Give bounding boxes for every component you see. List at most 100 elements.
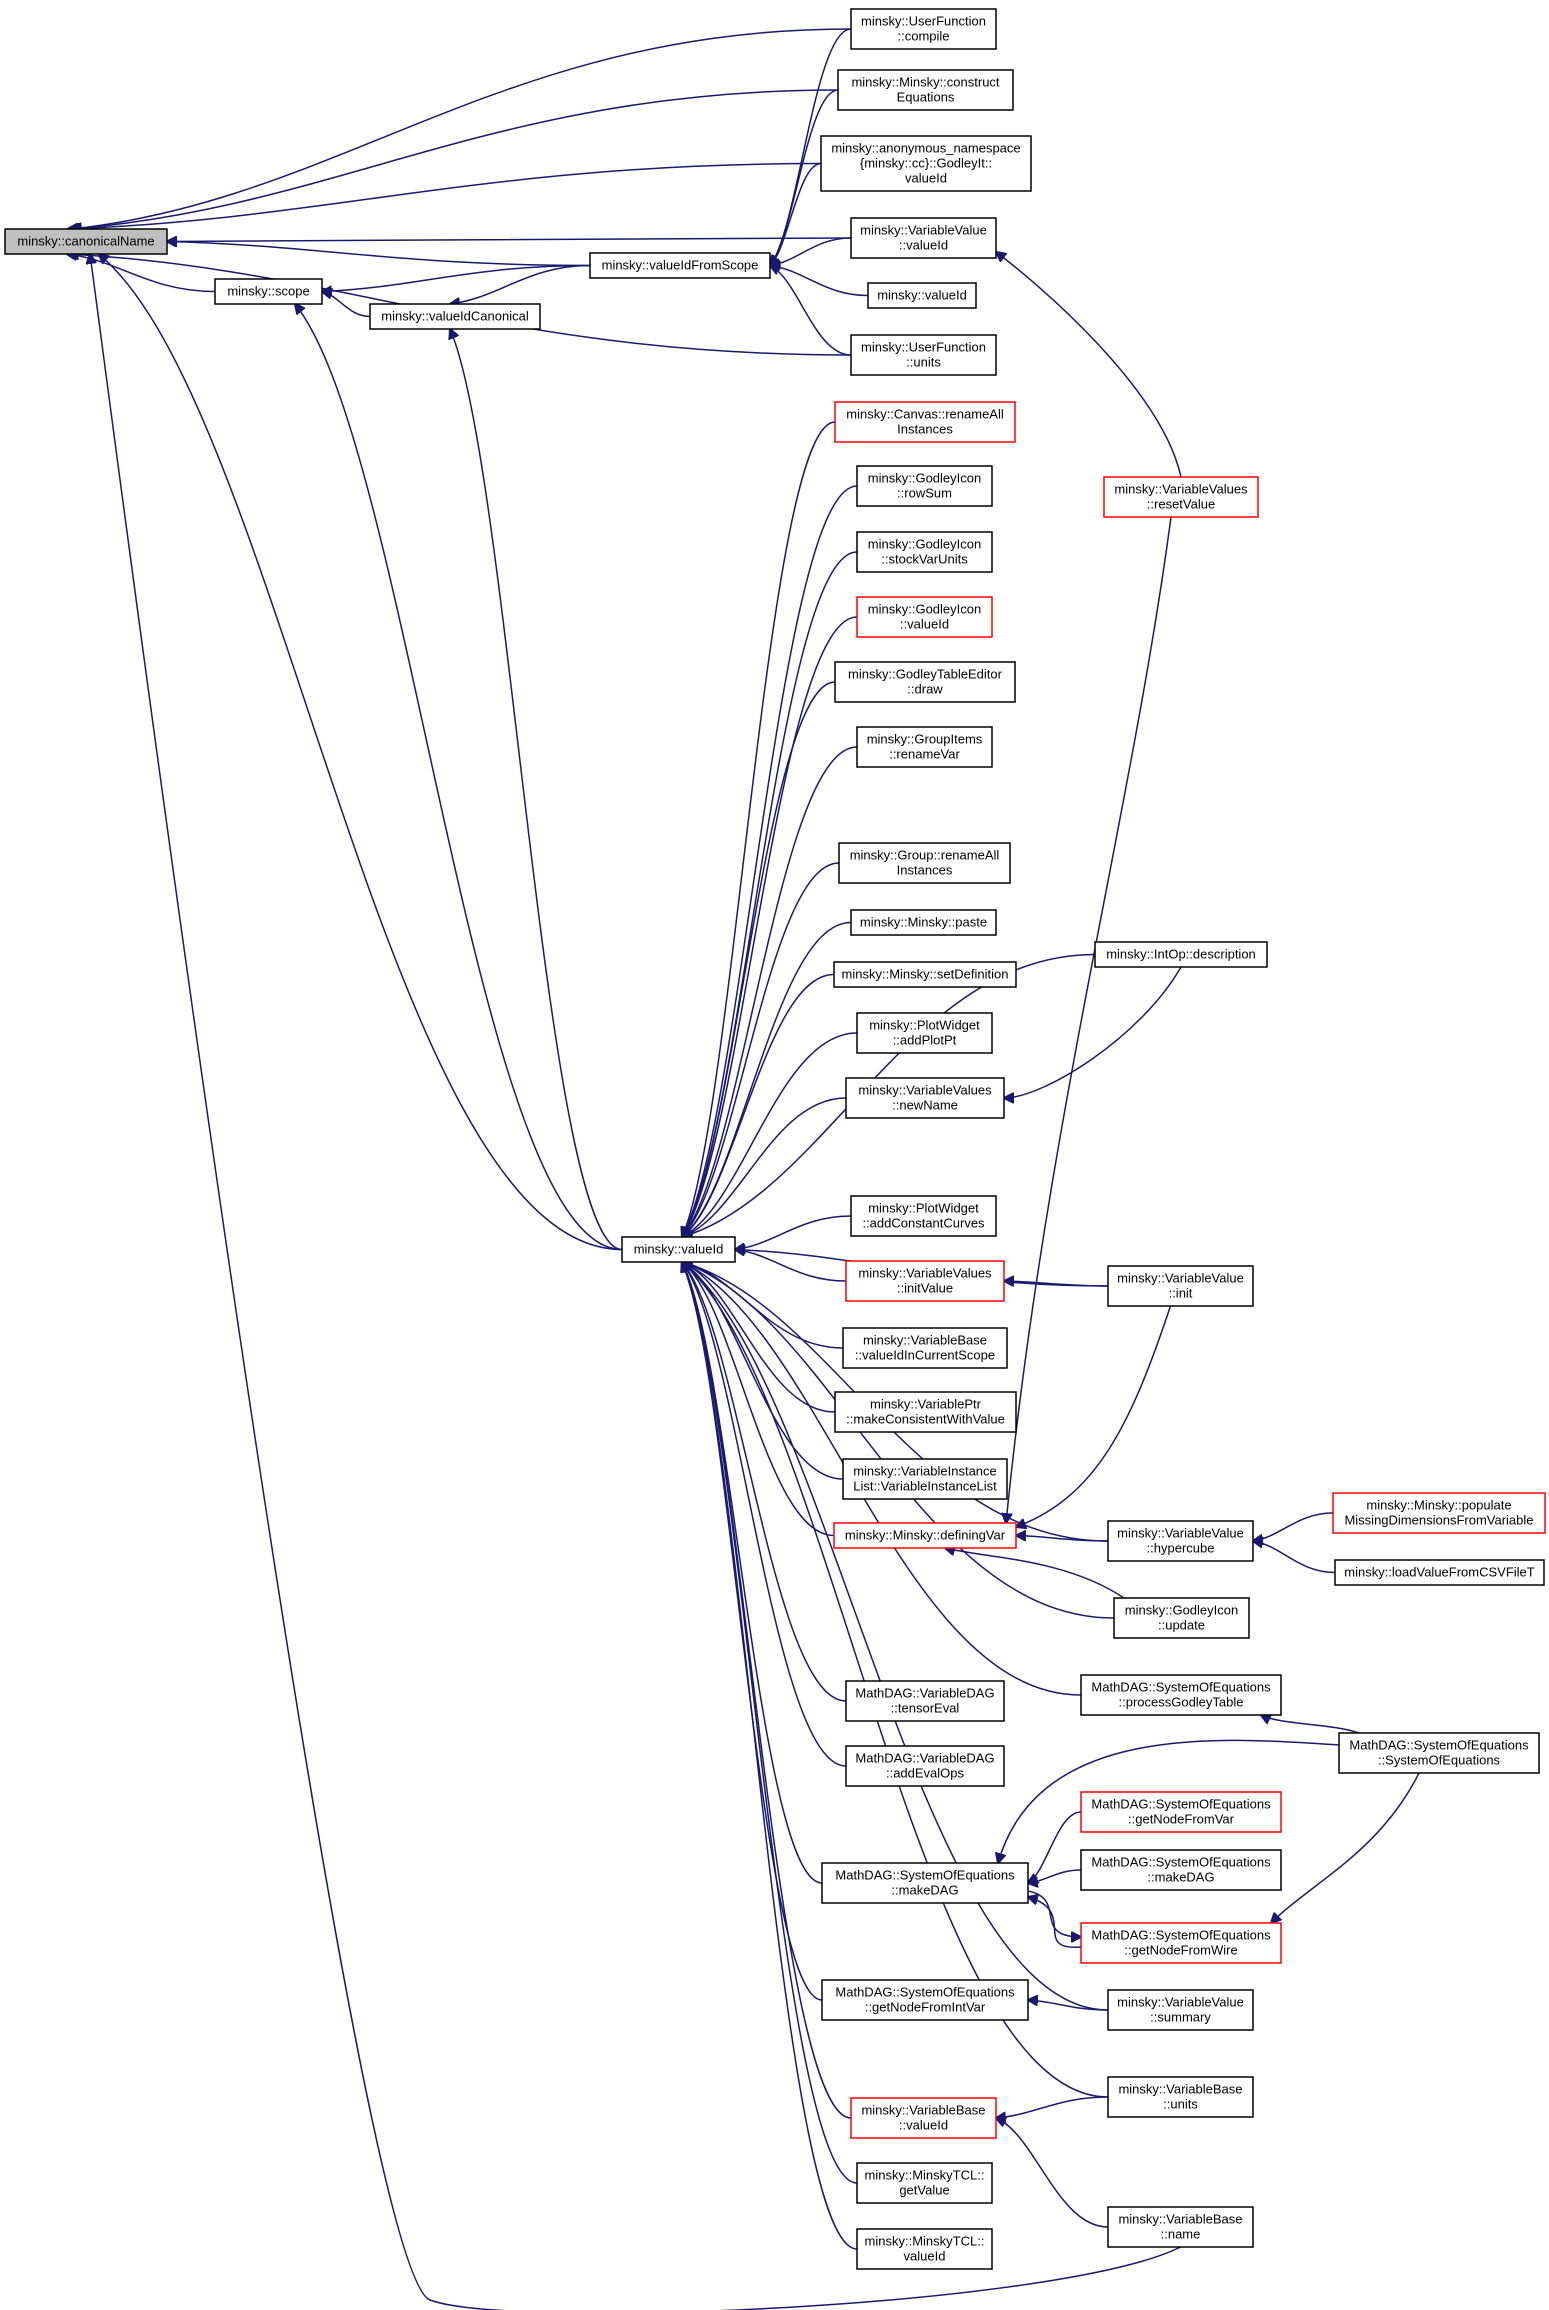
node-definingVar[interactable]: minsky::Minsky::definingVar: [833, 1522, 1017, 1549]
node-box[interactable]: [838, 842, 1011, 884]
node-box[interactable]: [850, 1195, 997, 1237]
node-box[interactable]: [833, 1522, 1017, 1549]
node-box[interactable]: [845, 1260, 1005, 1302]
node-box[interactable]: [1107, 1520, 1254, 1562]
node-box[interactable]: [837, 69, 1014, 111]
node-box[interactable]: [621, 1236, 736, 1263]
node-vdag_tensor[interactable]: MathDAG::VariableDAG::tensorEval: [845, 1680, 1005, 1722]
node-box[interactable]: [214, 278, 323, 305]
node-canonicalName[interactable]: minsky::canonicalName: [4, 228, 168, 255]
node-vvs_newName[interactable]: minsky::VariableValues::newName: [845, 1077, 1005, 1119]
node-vv_valueId[interactable]: minsky::VariableValue::valueId: [850, 217, 997, 259]
node-box[interactable]: [856, 465, 993, 507]
node-box[interactable]: [850, 334, 997, 376]
node-valueIdCanonical[interactable]: minsky::valueIdCanonical: [369, 303, 541, 330]
node-box[interactable]: [833, 961, 1017, 988]
node-vil[interactable]: minsky::VariableInstanceList::VariableIn…: [842, 1458, 1008, 1500]
node-box[interactable]: [1080, 1674, 1282, 1716]
node-box[interactable]: [856, 531, 993, 573]
node-box[interactable]: [821, 1862, 1029, 1904]
node-box[interactable]: [369, 303, 541, 330]
node-box[interactable]: [834, 401, 1016, 443]
node-scope[interactable]: minsky::scope: [214, 278, 323, 305]
node-box[interactable]: [1103, 476, 1259, 518]
node-box[interactable]: [850, 909, 997, 936]
node-soe_fromWire[interactable]: MathDAG::SystemOfEquations::getNodeFromW…: [1080, 1922, 1282, 1964]
node-box[interactable]: [4, 228, 168, 255]
node-vb_valueId[interactable]: minsky::VariableBase::valueId: [850, 2097, 997, 2139]
node-gi_rowSum[interactable]: minsky::GodleyIcon::rowSum: [856, 465, 993, 507]
node-anon[interactable]: minsky::anonymous_namespace{minsky::cc}:…: [820, 135, 1032, 192]
node-vdag_addEval[interactable]: MathDAG::VariableDAG::addEvalOps: [845, 1745, 1005, 1787]
node-pw_addConst[interactable]: minsky::PlotWidget::addConstantCurves: [850, 1195, 997, 1237]
node-gi_valueId[interactable]: minsky::GodleyIcon::valueId: [856, 596, 993, 638]
node-loadCSV[interactable]: minsky::loadValueFromCSVFileT: [1334, 1559, 1545, 1586]
node-vvs_reset[interactable]: minsky::VariableValues::resetValue: [1103, 476, 1259, 518]
node-gte_draw[interactable]: minsky::GodleyTableEditor::draw: [834, 661, 1016, 703]
node-box[interactable]: [845, 1680, 1005, 1722]
node-valueId2[interactable]: minsky::valueId: [867, 282, 977, 309]
node-tcl_getValue[interactable]: minsky::MinskyTCL::getValue: [856, 2162, 993, 2204]
node-box[interactable]: [1113, 1597, 1250, 1639]
node-vb_inScope[interactable]: minsky::VariableBase::valueIdInCurrentSc…: [842, 1327, 1008, 1369]
node-vvs_initValue[interactable]: minsky::VariableValues::initValue: [845, 1260, 1005, 1302]
node-gi_stock[interactable]: minsky::GodleyIcon::stockVarUnits: [856, 531, 993, 573]
node-box[interactable]: [850, 2097, 997, 2139]
node-vv_summary[interactable]: minsky::VariableValue::summary: [1107, 1989, 1254, 2031]
node-box[interactable]: [1334, 1559, 1545, 1586]
node-uf_compile[interactable]: minsky::UserFunction::compile: [850, 8, 997, 50]
node-uf_units[interactable]: minsky::UserFunction::units: [850, 334, 997, 376]
node-soe_ctor[interactable]: MathDAG::SystemOfEquations::SystemOfEqua…: [1338, 1732, 1540, 1774]
node-vb_units[interactable]: minsky::VariableBase::units: [1107, 2076, 1254, 2118]
node-valueIdFromScope[interactable]: minsky::valueIdFromScope: [589, 252, 771, 279]
node-box[interactable]: [867, 282, 977, 309]
node-soe_procGodley[interactable]: MathDAG::SystemOfEquations::processGodle…: [1080, 1674, 1282, 1716]
node-gitems_rename[interactable]: minsky::GroupItems::renameVar: [856, 726, 993, 768]
node-pw_addPlotPt[interactable]: minsky::PlotWidget::addPlotPt: [856, 1012, 993, 1054]
node-box[interactable]: [1107, 1265, 1254, 1307]
node-soe_fromIntVar[interactable]: MathDAG::SystemOfEquations::getNodeFromI…: [821, 1979, 1029, 2021]
node-box[interactable]: [1080, 1849, 1282, 1891]
node-vb_name[interactable]: minsky::VariableBase::name: [1107, 2206, 1254, 2248]
node-box[interactable]: [1107, 1989, 1254, 2031]
node-box[interactable]: [842, 1458, 1008, 1500]
node-box[interactable]: [1332, 1492, 1546, 1534]
node-box[interactable]: [1080, 1922, 1282, 1964]
node-tcl_valueId[interactable]: minsky::MinskyTCL::valueId: [856, 2228, 993, 2270]
node-box[interactable]: [856, 2228, 993, 2270]
node-vptr[interactable]: minsky::VariablePtr::makeConsistentWithV…: [834, 1391, 1017, 1433]
node-paste[interactable]: minsky::Minsky::paste: [850, 909, 997, 936]
node-vv_init[interactable]: minsky::VariableValue::init: [1107, 1265, 1254, 1307]
node-setDef[interactable]: minsky::Minsky::setDefinition: [833, 961, 1017, 988]
node-box[interactable]: [589, 252, 771, 279]
node-box[interactable]: [845, 1077, 1005, 1119]
node-box[interactable]: [1107, 2206, 1254, 2248]
node-box[interactable]: [1080, 1791, 1282, 1833]
node-box[interactable]: [820, 135, 1032, 192]
node-box[interactable]: [1338, 1732, 1540, 1774]
node-vv_hyper[interactable]: minsky::VariableValue::hypercube: [1107, 1520, 1254, 1562]
node-box[interactable]: [821, 1979, 1029, 2021]
node-soe_makeDAG2[interactable]: MathDAG::SystemOfEquations::makeDAG: [1080, 1849, 1282, 1891]
node-box[interactable]: [856, 726, 993, 768]
node-box[interactable]: [850, 217, 997, 259]
node-box[interactable]: [856, 596, 993, 638]
node-box[interactable]: [856, 1012, 993, 1054]
node-gi_update[interactable]: minsky::GodleyIcon::update: [1113, 1597, 1250, 1639]
node-box[interactable]: [1094, 941, 1268, 968]
node-valueId[interactable]: minsky::valueId: [621, 1236, 736, 1263]
node-box[interactable]: [842, 1327, 1008, 1369]
node-box[interactable]: [834, 1391, 1017, 1433]
node-populate[interactable]: minsky::Minsky::populateMissingDimension…: [1332, 1492, 1546, 1534]
node-box[interactable]: [1107, 2076, 1254, 2118]
node-box[interactable]: [856, 2162, 993, 2204]
node-soe_fromVar[interactable]: MathDAG::SystemOfEquations::getNodeFromV…: [1080, 1791, 1282, 1833]
node-box[interactable]: [834, 661, 1016, 703]
node-box[interactable]: [850, 8, 997, 50]
node-soe_makeDAG[interactable]: MathDAG::SystemOfEquations::makeDAG: [821, 1862, 1029, 1904]
node-box[interactable]: [845, 1745, 1005, 1787]
node-intop[interactable]: minsky::IntOp::description: [1094, 941, 1268, 968]
